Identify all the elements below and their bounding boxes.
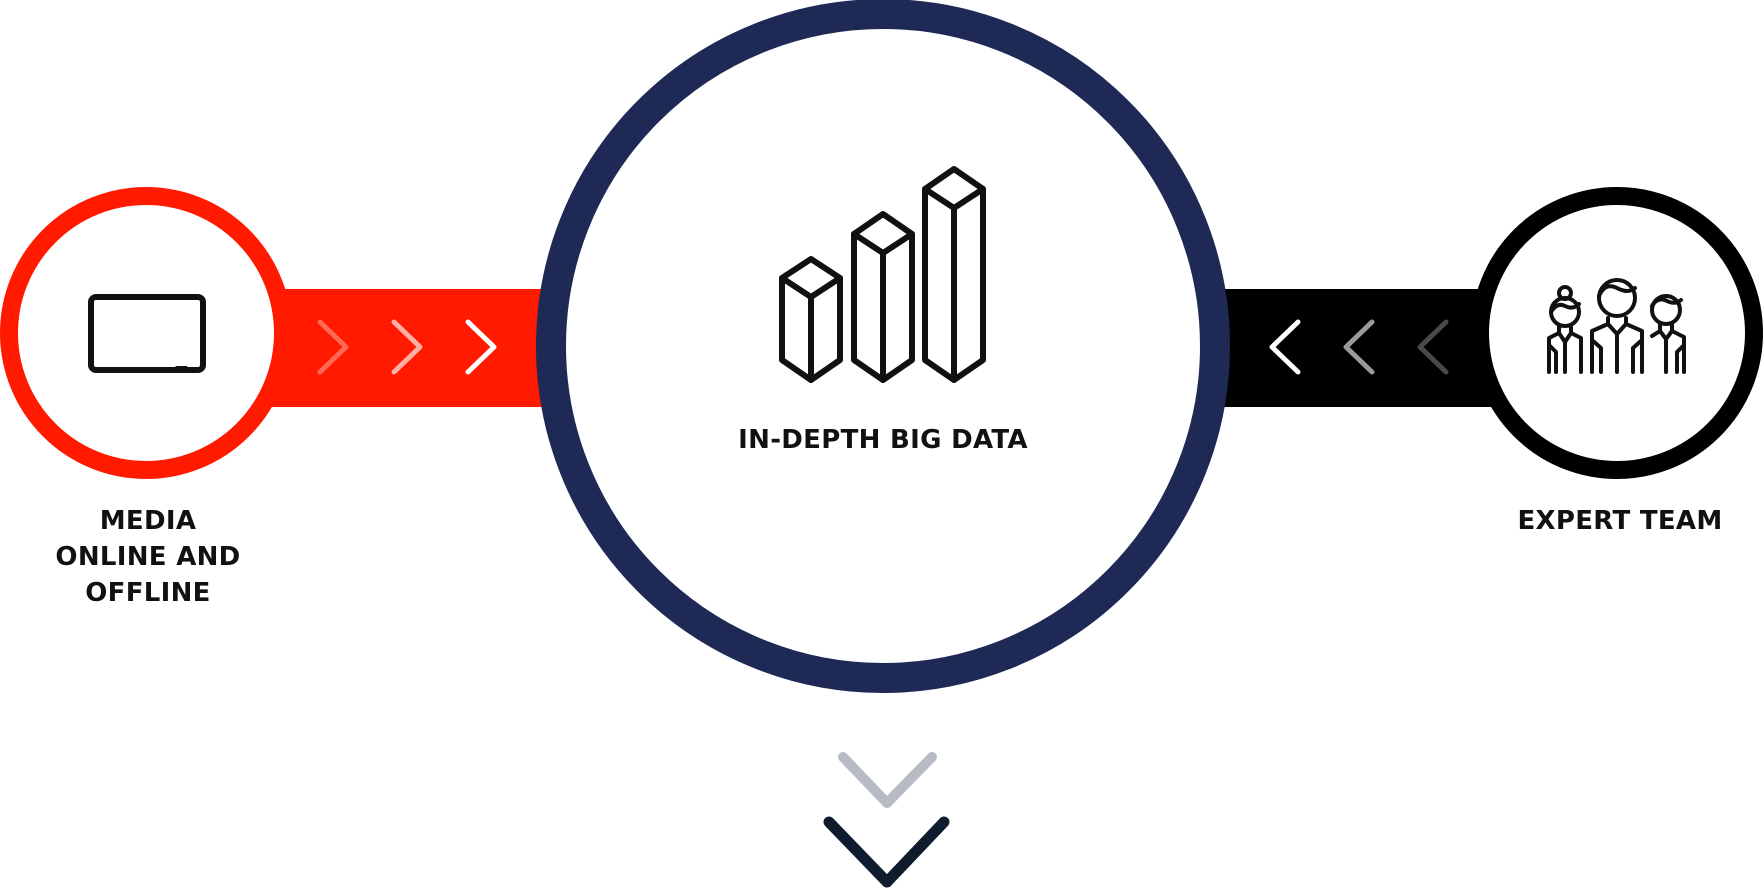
expert-connector-band xyxy=(1210,289,1510,407)
chevron-down-icon xyxy=(838,752,937,808)
bar-chart-3d-icon xyxy=(779,166,986,383)
chevron-left-icon xyxy=(1343,319,1375,375)
chevron-left-icon xyxy=(1417,319,1449,375)
expert-label-text: EXPERT TEAM xyxy=(1517,506,1723,536)
chevron-right-icon xyxy=(317,319,349,375)
chevron-right-icon xyxy=(391,319,423,375)
media-node-label: MEDIA ONLINE AND OFFLINE xyxy=(0,503,296,611)
center-label-text: IN-DEPTH BIG DATA xyxy=(738,425,1028,455)
media-label-line2: ONLINE AND OFFLINE xyxy=(55,542,241,608)
team-icon xyxy=(1547,278,1686,374)
chevron-down-icon xyxy=(823,816,950,888)
chevron-right-icon xyxy=(465,319,497,375)
chevron-left-icon xyxy=(1269,319,1301,375)
media-label-line1: MEDIA xyxy=(99,506,197,536)
media-connector-band xyxy=(265,289,555,407)
media-node-circle xyxy=(0,187,292,479)
expert-connector-arrows xyxy=(1269,319,1449,375)
center-node-label: IN-DEPTH BIG DATA xyxy=(683,422,1083,458)
expert-node-label: EXPERT TEAM xyxy=(1480,503,1760,539)
tablet-icon xyxy=(88,294,206,373)
media-connector-arrows xyxy=(317,319,497,375)
